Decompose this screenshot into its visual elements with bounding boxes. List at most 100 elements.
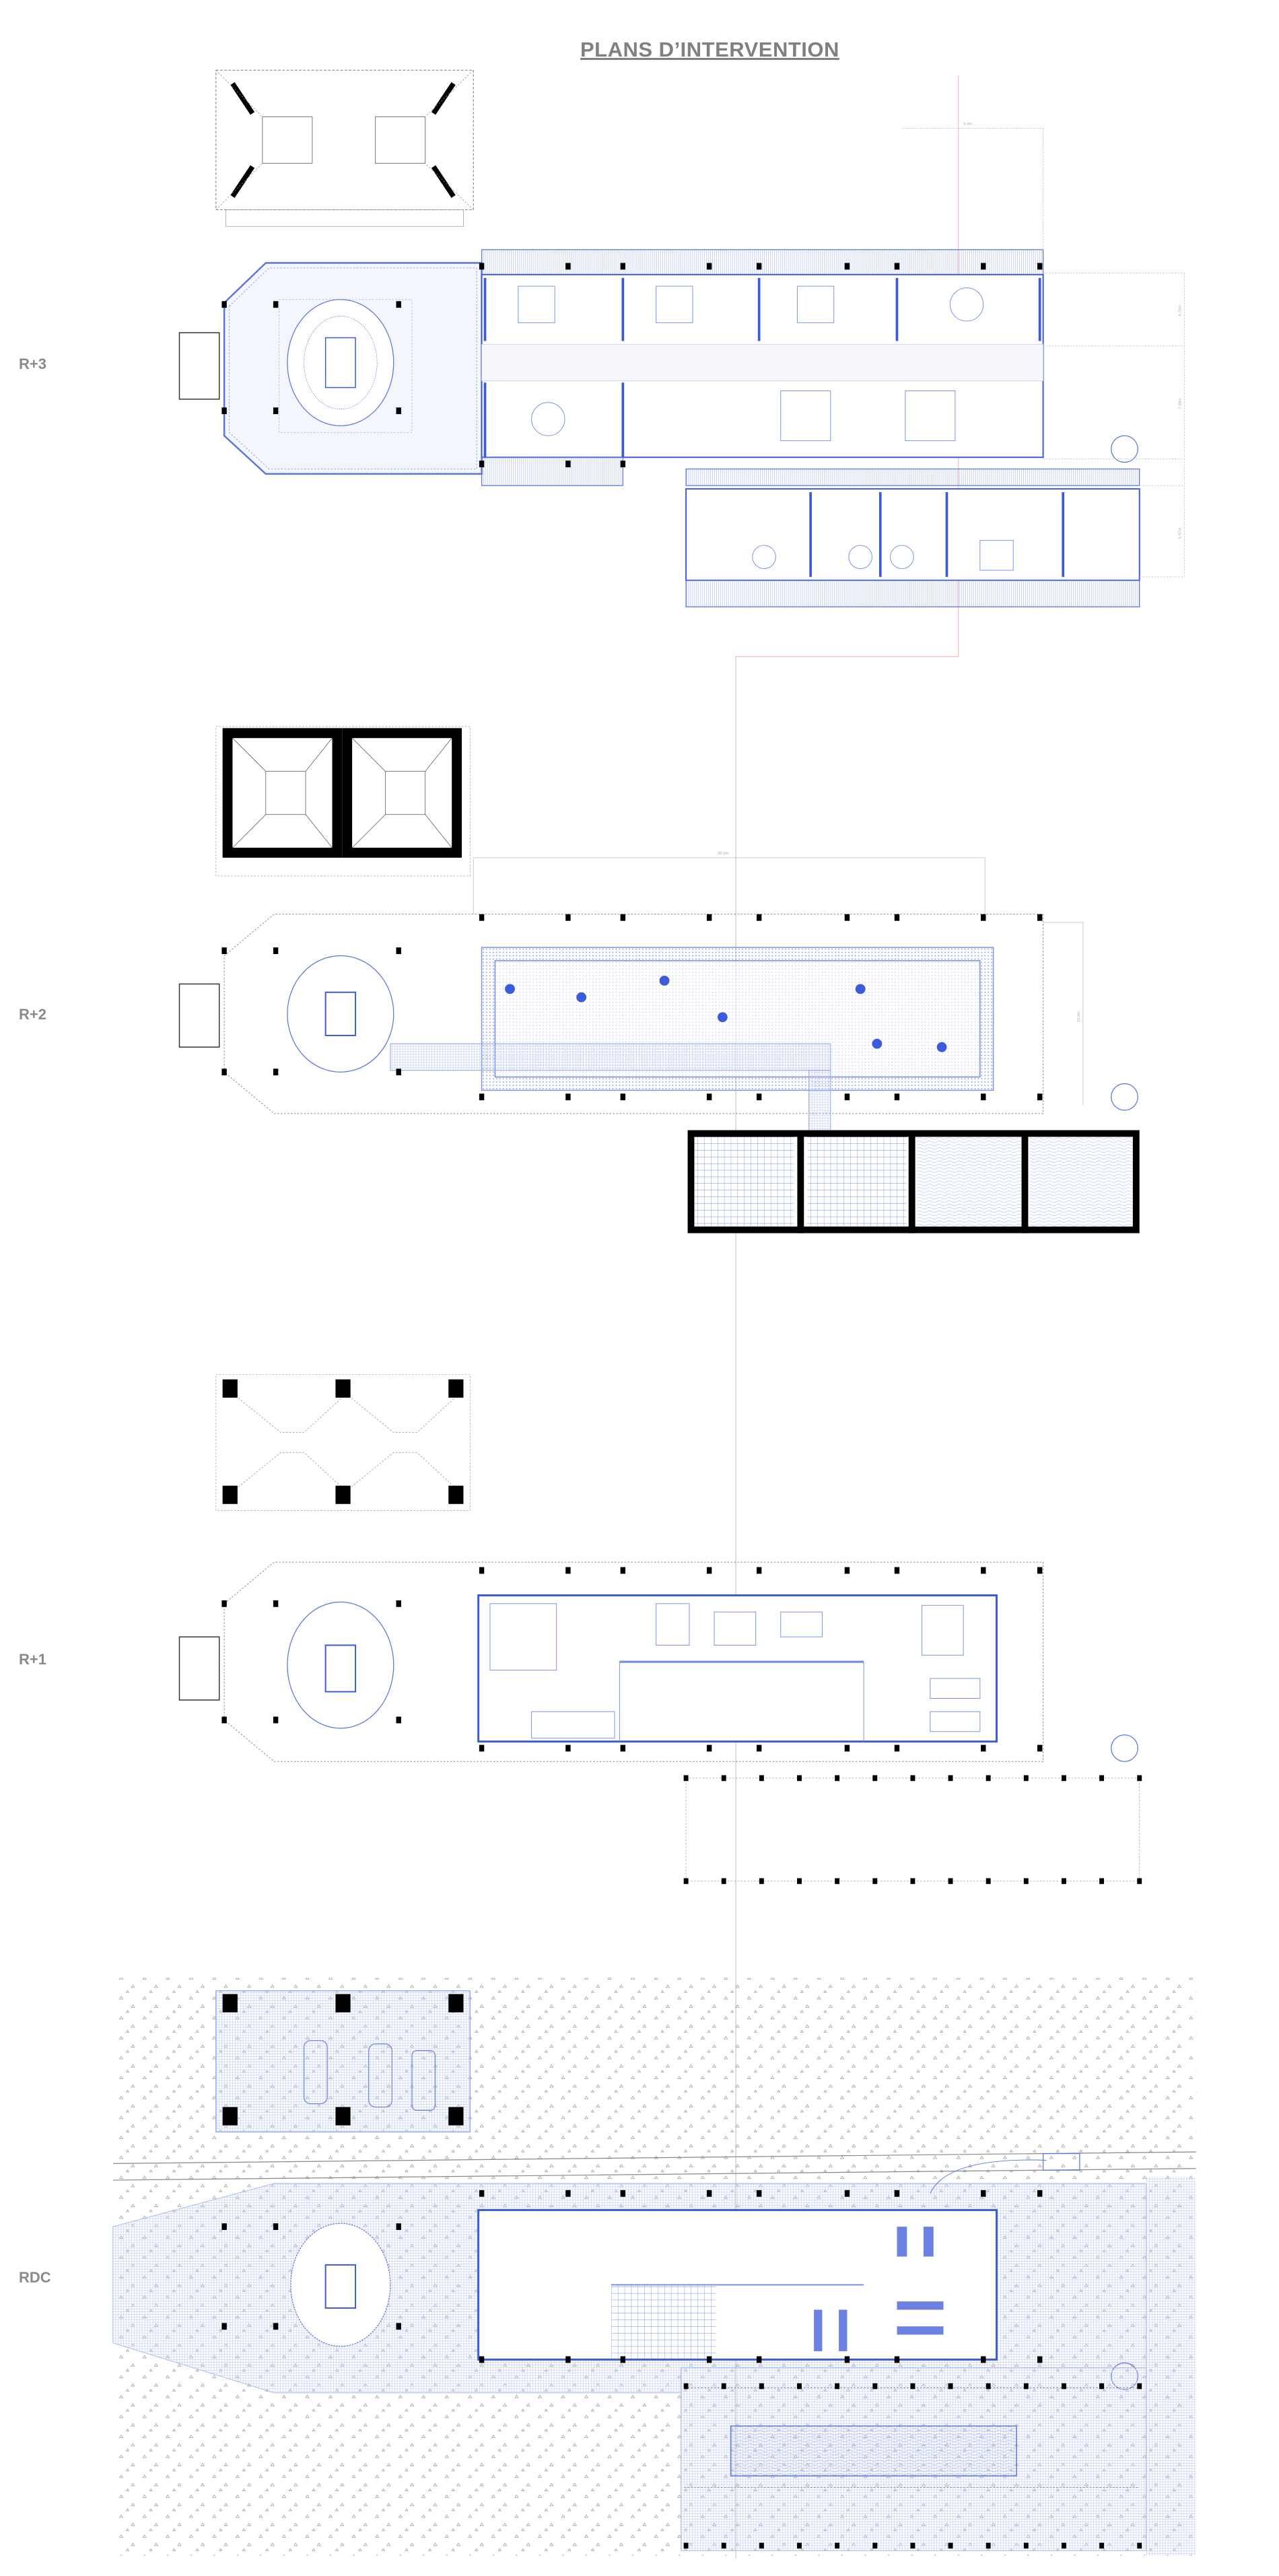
r3-annex-plan bbox=[685, 435, 1140, 607]
column bbox=[1099, 1878, 1105, 1885]
column bbox=[1023, 2383, 1029, 2389]
column bbox=[981, 2356, 986, 2363]
column bbox=[844, 1567, 850, 1574]
column bbox=[872, 2542, 878, 2549]
column bbox=[479, 461, 485, 468]
column bbox=[894, 2356, 900, 2363]
column bbox=[565, 2356, 571, 2363]
column bbox=[396, 407, 401, 415]
column bbox=[683, 2383, 689, 2389]
column bbox=[948, 2383, 953, 2389]
level-label-r2: R+2 bbox=[19, 1006, 46, 1023]
column bbox=[565, 461, 571, 468]
column bbox=[683, 2542, 689, 2549]
column bbox=[872, 1775, 878, 1782]
column bbox=[221, 2223, 227, 2231]
column bbox=[835, 2383, 840, 2389]
dimension-label: 4.75m bbox=[1178, 305, 1182, 316]
level-label-rdc: RDC bbox=[19, 2269, 51, 2286]
column bbox=[1037, 263, 1043, 270]
column bbox=[479, 2356, 485, 2363]
column bbox=[479, 1567, 485, 1574]
dimension-label: 9.4m bbox=[963, 123, 972, 127]
column bbox=[683, 1878, 689, 1885]
column bbox=[273, 2223, 279, 2231]
column bbox=[835, 1878, 840, 1885]
column bbox=[565, 2190, 571, 2197]
column bbox=[683, 1775, 689, 1782]
column bbox=[759, 2383, 764, 2389]
column bbox=[756, 1744, 762, 1752]
column bbox=[273, 1600, 279, 1607]
column bbox=[1037, 1093, 1043, 1101]
column bbox=[396, 2323, 401, 2330]
column bbox=[910, 1775, 915, 1782]
rdc-floor-plan bbox=[112, 2153, 1196, 2556]
column bbox=[797, 1878, 802, 1885]
column bbox=[986, 1878, 991, 1885]
column bbox=[756, 2190, 762, 2197]
column bbox=[565, 263, 571, 270]
column bbox=[273, 301, 279, 308]
column bbox=[396, 1716, 401, 1724]
column bbox=[620, 2190, 626, 2197]
column bbox=[1037, 2190, 1043, 2197]
column bbox=[986, 1775, 991, 1782]
column bbox=[910, 2383, 915, 2389]
column bbox=[273, 1716, 279, 1724]
column bbox=[1062, 2542, 1066, 2549]
column bbox=[986, 2542, 991, 2549]
column bbox=[1062, 1775, 1066, 1782]
column bbox=[479, 914, 485, 921]
column bbox=[981, 2190, 986, 2197]
r1-annex-frame bbox=[685, 1777, 1140, 1882]
r3-dimensions: 9.4m 4.75m 7.38m 5.97m bbox=[901, 123, 1185, 578]
column bbox=[756, 914, 762, 921]
column bbox=[986, 2383, 991, 2389]
column bbox=[620, 263, 626, 270]
column bbox=[565, 1744, 571, 1752]
column bbox=[273, 1069, 279, 1076]
column bbox=[221, 407, 227, 415]
column bbox=[844, 263, 850, 270]
column bbox=[620, 1744, 626, 1752]
r3-floor-plan bbox=[178, 249, 1044, 486]
column bbox=[894, 263, 900, 270]
r2-floor-plan bbox=[178, 914, 1138, 1134]
column bbox=[1037, 1744, 1043, 1752]
column bbox=[273, 407, 279, 415]
column bbox=[1023, 2542, 1029, 2549]
column bbox=[1023, 1775, 1029, 1782]
column bbox=[221, 1600, 227, 1607]
r2-dimensions: 33.0m 10.0m bbox=[473, 852, 1084, 1106]
column bbox=[1137, 2383, 1142, 2389]
column bbox=[620, 1567, 626, 1574]
column bbox=[273, 947, 279, 955]
column bbox=[759, 2542, 764, 2549]
column bbox=[981, 914, 986, 921]
column bbox=[396, 947, 401, 955]
column bbox=[706, 914, 712, 921]
column bbox=[844, 914, 850, 921]
column bbox=[835, 2542, 840, 2549]
column bbox=[872, 2383, 878, 2389]
column bbox=[835, 1775, 840, 1782]
column bbox=[1099, 1775, 1105, 1782]
column bbox=[1137, 1775, 1142, 1782]
column bbox=[1037, 914, 1043, 921]
r2-roof-plan bbox=[215, 726, 471, 877]
column bbox=[721, 2383, 726, 2389]
column bbox=[844, 1093, 850, 1101]
dimension-label: 7.38m bbox=[1178, 398, 1182, 409]
column bbox=[396, 1600, 401, 1607]
column bbox=[273, 2323, 279, 2330]
column bbox=[894, 914, 900, 921]
column bbox=[479, 263, 485, 270]
column bbox=[565, 1093, 571, 1101]
structural-columns bbox=[221, 263, 1142, 2549]
column bbox=[981, 263, 986, 270]
column bbox=[620, 1093, 626, 1101]
column bbox=[894, 1744, 900, 1752]
rdc-pool-terrace bbox=[681, 2367, 1147, 2551]
